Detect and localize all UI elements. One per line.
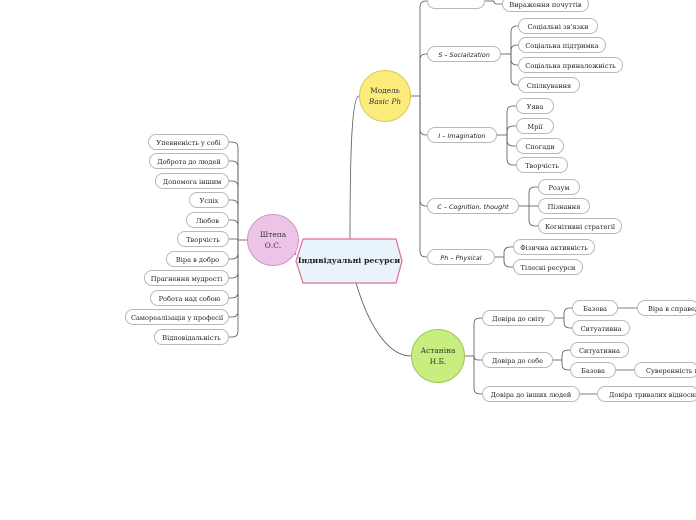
link-ast-1 [473, 355, 482, 361]
link-root-model [349, 95, 360, 240]
item-imagination-0[interactable]: Уява [516, 98, 554, 114]
item-trust-world-0-sub[interactable]: Віра в справедливість [637, 300, 696, 316]
link-soc-2 [510, 54, 518, 66]
link-ast-0 [473, 317, 482, 356]
link-ast-2 [473, 356, 482, 395]
link-shtepa-2 [229, 180, 239, 240]
category-trust-world[interactable]: Довіра до світу [482, 310, 555, 326]
category-trust-self[interactable]: Довіра до себе [482, 352, 553, 368]
branch-node-astanina[interactable]: Астаніна Н.Б. [411, 329, 465, 383]
item-shtepa-0[interactable]: Упевненість у собі [148, 134, 229, 150]
link-shtepa-5 [229, 238, 239, 241]
branch-model-title-1: Модель [370, 86, 400, 95]
item-shtepa-5[interactable]: Творчість [177, 231, 229, 247]
link-soc-3 [510, 54, 518, 86]
item-imagination-2[interactable]: Спогади [516, 138, 564, 154]
item-socialization-1[interactable]: Соціальна підтримка [518, 37, 606, 53]
link-shtepa-4 [229, 219, 239, 240]
category-model-imagination[interactable]: I – Imagination [427, 127, 497, 143]
branch-astanina-title-2: Н.Б. [429, 357, 447, 366]
item-shtepa-8[interactable]: Робота над собою [150, 290, 229, 306]
link-soc-0 [510, 25, 518, 54]
category-model-physical[interactable]: Ph – Physical [427, 249, 495, 265]
link-img-1 [506, 125, 516, 135]
connector-lines [229, 0, 637, 395]
link-model-2 [419, 96, 427, 136]
branch-node-shtepa[interactable]: Штепа О.С. [247, 214, 299, 266]
item-shtepa-7[interactable]: Прагнення мудрості [144, 270, 229, 286]
item-trust-world-0[interactable]: Базова [572, 300, 618, 316]
item-shtepa-3[interactable]: Успіх [189, 192, 229, 208]
root-node-label: Індивідуальні ресурси [297, 256, 401, 265]
branch-shtepa-title-1: Штепа [259, 230, 287, 239]
category-model-top[interactable] [427, 0, 485, 9]
link-img-2 [506, 135, 516, 147]
category-model-cognition[interactable]: C – Cognition, thought [427, 198, 519, 214]
item-physical-0[interactable]: Фізична активність [513, 239, 595, 255]
link-self-0 [561, 349, 570, 360]
link-model-top-0 [493, 0, 502, 5]
link-self-1 [561, 360, 570, 371]
item-socialization-0[interactable]: Соціальні зв'язки [518, 18, 598, 34]
link-shtepa-10 [229, 240, 239, 338]
link-phy-1 [503, 257, 513, 268]
branch-shtepa-title-2: О.С. [264, 241, 282, 250]
item-model-top-0[interactable]: Вираження почуттів [502, 0, 589, 12]
link-phy-0 [503, 246, 513, 257]
link-shtepa-0 [229, 141, 239, 240]
item-cognition-2[interactable]: Когнітивні стратегії [538, 218, 622, 234]
category-trust-others[interactable]: Довіра до інших людей [482, 386, 580, 402]
item-shtepa-4[interactable]: Любов [186, 212, 229, 228]
item-cognition-1[interactable]: Пізнання [538, 198, 590, 214]
item-socialization-2[interactable]: Соціальна приналежність [518, 57, 623, 73]
link-model-0 [419, 0, 427, 96]
item-trust-self-1-sub[interactable]: Суверенність психологічного простору [634, 362, 696, 378]
link-root-astanina [355, 282, 412, 357]
link-cog-0 [528, 186, 538, 206]
link-model-3 [419, 96, 427, 207]
link-world-0 [563, 307, 572, 318]
item-trust-self-1[interactable]: Базова [570, 362, 616, 378]
branch-node-model[interactable]: Модель Basic Ph [359, 70, 411, 122]
item-shtepa-6[interactable]: Віра в добро [166, 251, 229, 267]
link-model-4 [419, 96, 427, 258]
item-trust-world-1[interactable]: Ситуативна [572, 320, 630, 336]
branch-model-title-2: Basic Ph [368, 97, 402, 106]
link-world-1 [563, 318, 572, 329]
item-shtepa-2[interactable]: Допомога іншим [155, 173, 229, 189]
link-img-0 [506, 105, 516, 135]
item-shtepa-1[interactable]: Доброта до людей [149, 153, 229, 169]
category-model-socialization[interactable]: S – Socialization [427, 46, 501, 62]
item-shtepa-10[interactable]: Відповідальність [154, 329, 229, 345]
link-img-3 [506, 135, 516, 166]
root-node-shape [295, 238, 403, 284]
item-trust-others-0[interactable]: Довіра тривалих відносин [597, 386, 696, 402]
link-model-1 [419, 53, 427, 96]
link-shtepa-9 [229, 240, 239, 318]
item-shtepa-9[interactable]: Самореалізація у професії [125, 309, 229, 325]
branch-astanina-title-1: Астаніна [420, 346, 456, 355]
item-cognition-0[interactable]: Розум [538, 179, 580, 195]
item-imagination-3[interactable]: Творчість [516, 157, 568, 173]
link-shtepa-1 [229, 160, 239, 240]
root-node[interactable]: Індивідуальні ресурси [296, 239, 402, 283]
item-socialization-3[interactable]: Спілкування [518, 77, 580, 93]
link-soc-1 [510, 44, 518, 54]
link-shtepa-3 [229, 199, 239, 240]
link-shtepa-6 [229, 240, 239, 260]
item-imagination-1[interactable]: Мрії [516, 118, 554, 134]
link-cog-2 [528, 206, 538, 227]
link-shtepa-8 [229, 240, 239, 299]
item-trust-self-0[interactable]: Ситуативна [570, 342, 629, 358]
item-physical-1[interactable]: Тілесні ресурси [513, 259, 583, 275]
